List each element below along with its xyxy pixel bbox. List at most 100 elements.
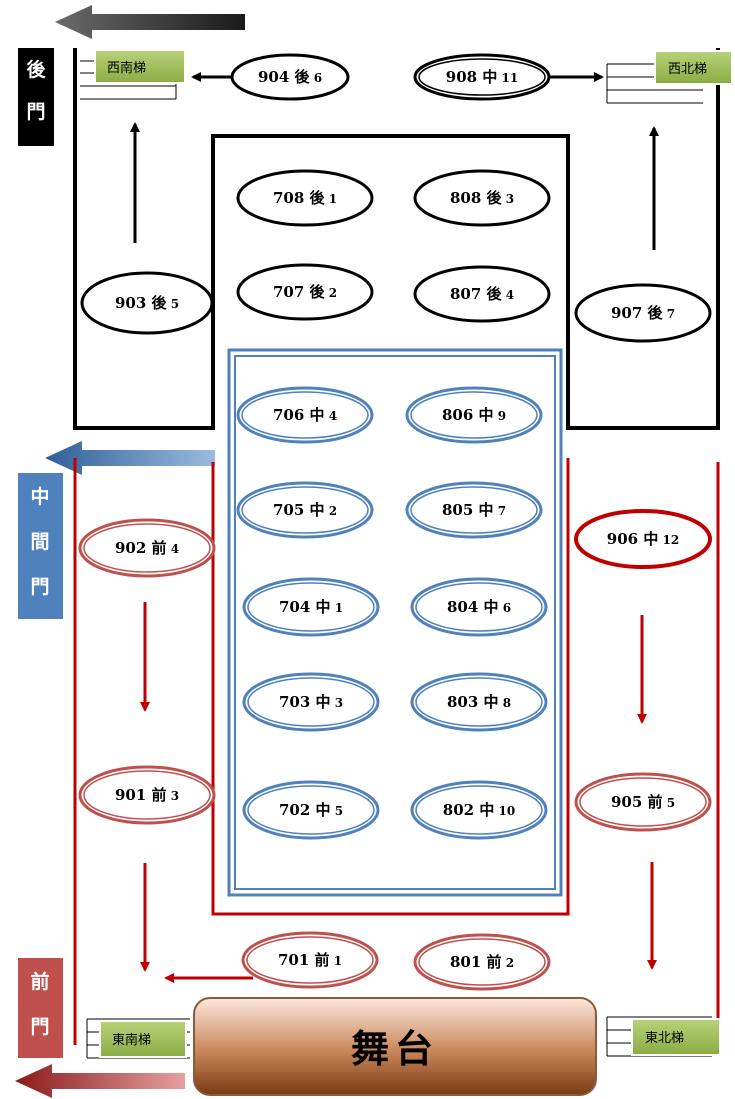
room-901-ellipse — [83, 770, 211, 820]
room-order: 1 — [325, 192, 338, 206]
back-door-char-1: 後 — [26, 58, 46, 81]
room-number: 802 — [443, 801, 480, 819]
room-number: 905 — [611, 793, 648, 811]
front-door-char-2: 門 — [30, 1016, 49, 1038]
northwest-stairs: 西北梯 — [606, 50, 733, 104]
room-707: 707 後 2 — [236, 263, 374, 321]
room-number: 908 — [446, 68, 483, 86]
room-704: 704 中 1 — [242, 577, 380, 637]
room-number: 901 — [115, 786, 152, 804]
room-order: 2 — [325, 286, 338, 300]
room-708-label: 708 後 1 — [273, 189, 337, 207]
front-door-char-1: 前 — [30, 970, 49, 993]
room-907: 907 後 7 — [574, 283, 712, 343]
room-zone: 後 — [309, 283, 326, 301]
room-801-ellipse — [418, 938, 546, 986]
room-902: 902 前 4 — [78, 518, 216, 578]
room-706-ellipse — [241, 391, 369, 439]
room-904-label: 904 後 6 — [258, 68, 322, 86]
room-order: 11 — [497, 71, 518, 85]
room-zone: 後 — [647, 304, 664, 322]
room-804: 804 中 6 — [410, 577, 548, 637]
room-907-label: 907 後 7 — [611, 304, 675, 322]
room-807: 807 後 4 — [413, 265, 551, 323]
room-number: 904 — [258, 68, 295, 86]
back-section-walls — [73, 48, 720, 430]
room-order: 1 — [330, 954, 343, 968]
southwest-stairs: 西南梯 — [80, 49, 186, 100]
room-number: 804 — [447, 598, 484, 616]
room-905-ellipse — [579, 777, 707, 827]
room-706: 706 中 4 — [236, 386, 374, 444]
room-804-label: 804 中 6 — [447, 598, 511, 616]
room-number: 702 — [279, 801, 316, 819]
room-number: 805 — [442, 501, 479, 519]
room-order: 10 — [494, 804, 515, 818]
room-zone: 中 — [316, 693, 331, 711]
room-number: 703 — [279, 693, 316, 711]
room-903: 903 後 5 — [80, 271, 214, 335]
room-zone: 前 — [152, 786, 167, 804]
room-order: 2 — [325, 504, 338, 518]
room-906-ellipse — [574, 509, 712, 569]
room-808-ellipse — [413, 169, 551, 227]
room-zone: 中 — [316, 801, 331, 819]
room-number: 701 — [278, 951, 315, 969]
room-805-label: 805 中 7 — [442, 501, 506, 519]
room-zone: 中 — [484, 598, 499, 616]
room-order: 6 — [310, 71, 323, 85]
room-number: 902 — [115, 539, 152, 557]
room-906: 906 中 12 — [574, 509, 712, 569]
room-904: 904 後 6 — [230, 53, 350, 101]
room-902-label: 902 前 4 — [115, 539, 179, 557]
room-705-label: 705 中 2 — [273, 501, 337, 519]
room-906-label: 906 中 12 — [607, 530, 679, 548]
front-door-block — [18, 958, 63, 1058]
room-order: 12 — [658, 533, 679, 547]
room-zone: 後 — [486, 189, 503, 207]
room-803: 803 中 8 — [410, 672, 548, 732]
room-order: 4 — [325, 409, 338, 423]
northeast-stairs-label: 東北梯 — [645, 1030, 684, 1046]
room-701-label: 701 前 1 — [278, 951, 342, 969]
room-order: 5 — [167, 297, 180, 311]
room-703-ellipse — [247, 677, 375, 727]
room-order: 2 — [502, 956, 515, 970]
room-908-label: 908 中 11 — [446, 68, 518, 86]
room-number: 807 — [450, 285, 487, 303]
room-705-ellipse — [241, 486, 369, 534]
room-number: 808 — [450, 189, 487, 207]
room-903-ellipse — [80, 271, 214, 335]
room-707-ellipse — [236, 263, 374, 321]
southeast-stairs: 東南梯 — [86, 1018, 190, 1059]
room-901-label: 901 前 3 — [115, 786, 179, 804]
center-blue-block — [227, 348, 563, 897]
room-order: 3 — [502, 192, 515, 206]
room-806-ellipse — [410, 391, 538, 439]
room-order: 9 — [494, 409, 507, 423]
room-804-ellipse — [415, 582, 543, 632]
room-zone: 中 — [479, 801, 494, 819]
room-808-label: 808 後 3 — [450, 189, 514, 207]
room-order: 4 — [502, 288, 515, 302]
room-802-ellipse — [415, 785, 543, 835]
room-706-label: 706 中 4 — [273, 406, 337, 424]
room-702-label: 702 中 5 — [279, 801, 343, 819]
room-number: 906 — [607, 530, 644, 548]
room-807-ellipse — [413, 265, 551, 323]
room-order: 6 — [499, 601, 512, 615]
room-702: 702 中 5 — [242, 780, 380, 840]
room-zone: 中 — [484, 693, 499, 711]
room-802: 802 中 10 — [410, 780, 548, 840]
room-705: 705 中 2 — [236, 481, 374, 539]
middle-door-char-2: 間 — [30, 531, 49, 553]
room-807-label: 807 後 4 — [450, 285, 514, 303]
room-703-label: 703 中 3 — [279, 693, 343, 711]
room-704-ellipse — [247, 582, 375, 632]
room-907-ellipse — [574, 283, 712, 343]
room-number: 803 — [447, 693, 484, 711]
room-zone: 中 — [479, 501, 494, 519]
room-704-label: 704 中 1 — [279, 598, 343, 616]
